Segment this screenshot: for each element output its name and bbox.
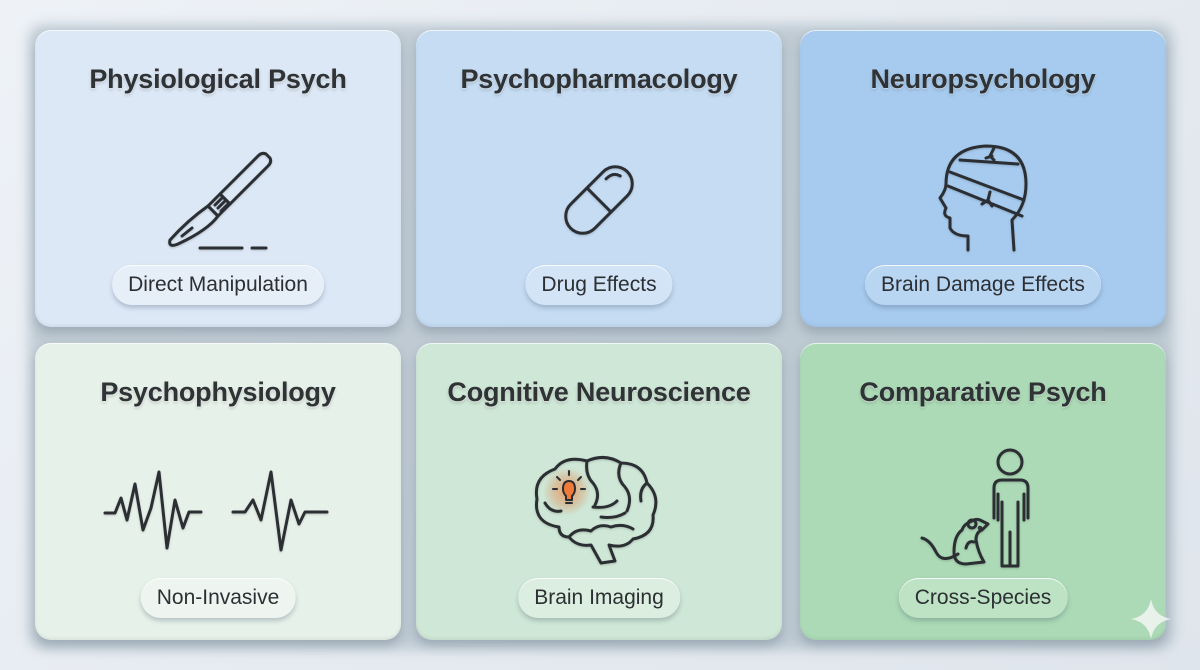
tag-pill: Direct Manipulation — [112, 265, 324, 305]
card-neuropsychology: Neuropsychology Brain Damage Effects — [800, 30, 1166, 327]
card-comparative-psych: Comparative Psych Cross-Species — [800, 343, 1166, 640]
sparkle-icon — [1131, 599, 1171, 639]
bandaged-head-icon — [938, 144, 1028, 252]
card-title: Psychophysiology — [100, 377, 336, 407]
card-cognitive-neuroscience: Cognitive Neuroscience Brain Imaging — [416, 343, 782, 640]
card-title: Psychopharmacology — [460, 64, 738, 94]
card-title: Cognitive Neuroscience — [447, 377, 751, 407]
tag-pill: Brain Damage Effects — [865, 265, 1101, 305]
tag-pill: Brain Imaging — [518, 578, 680, 618]
tag-pill: Drug Effects — [525, 265, 673, 305]
waveform-icon — [103, 470, 329, 552]
rat-and-human-icon — [920, 448, 1030, 568]
card-psychophysiology: Psychophysiology Non-Invasive — [35, 343, 401, 640]
tag-pill: Cross-Species — [898, 578, 1068, 618]
tag-pill: Non-Invasive — [140, 578, 296, 618]
pill-capsule-icon — [564, 165, 634, 235]
brain-lightbulb-icon — [534, 456, 658, 565]
card-psychopharmacology: Psychopharmacology Drug Effects — [416, 30, 782, 327]
card-title: Neuropsychology — [870, 64, 1096, 94]
card-physiological-psych: Physiological Psych Direct Manipulation — [35, 30, 401, 327]
scalpel-icon — [168, 151, 273, 250]
card-title: Physiological Psych — [89, 64, 347, 94]
card-title: Comparative Psych — [859, 377, 1107, 407]
